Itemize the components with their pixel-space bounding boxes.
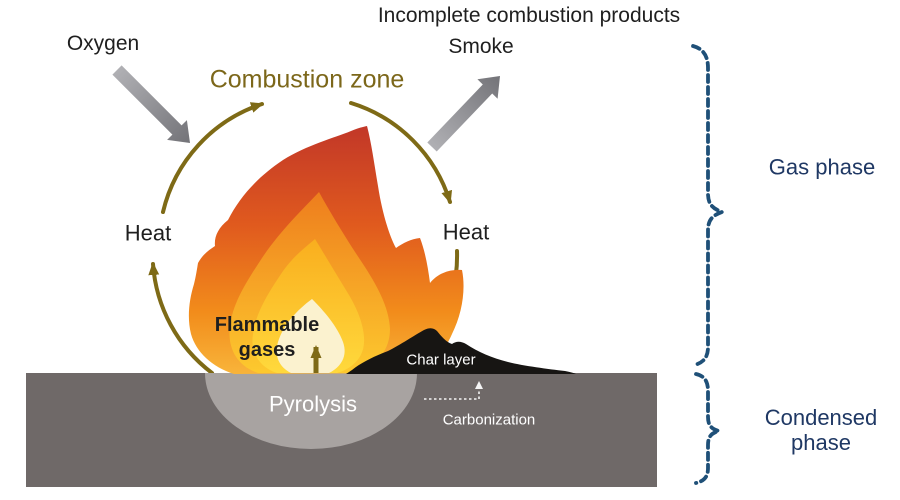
char-layer-label: Char layer xyxy=(406,351,476,369)
oxygen-label: Oxygen xyxy=(66,31,140,55)
incomplete-products-label: Incomplete combustion products xyxy=(377,3,681,27)
flame-core xyxy=(276,299,345,373)
cycle-arc-upper-right xyxy=(349,101,452,204)
condensed-phase-brace xyxy=(694,372,720,485)
phase-braces xyxy=(691,44,728,485)
gas-phase-label: Gas phase xyxy=(768,154,876,180)
flammable-gases-label: Flammable gases xyxy=(215,313,319,363)
smoke-arrow-icon xyxy=(427,76,500,152)
combustion-zone-label: Combustion zone xyxy=(209,65,405,94)
heat-right-label: Heat xyxy=(442,219,490,245)
flammable-gases-line2: gases xyxy=(238,339,296,361)
oxygen-arrow-icon xyxy=(112,65,190,143)
char-layer-shape xyxy=(346,328,576,374)
cycle-arc-lower-left xyxy=(148,262,214,375)
carbonization-label: Carbonization xyxy=(442,411,536,429)
cycle-arc-upper-left xyxy=(161,102,264,214)
condensed-phase-line2: phase xyxy=(791,430,851,455)
flammable-gases-line1: Flammable xyxy=(214,314,320,336)
carbonization-arrow-icon xyxy=(424,381,483,400)
flame-icon xyxy=(188,126,464,374)
smoke-label: Smoke xyxy=(448,34,514,58)
condensed-phase-label: Condensed phase xyxy=(765,405,878,455)
pyrolysis-zone xyxy=(205,373,417,449)
condensed-phase-line1: Condensed xyxy=(764,405,878,430)
pyrolysis-label: Pyrolysis xyxy=(268,391,358,417)
heat-left-label: Heat xyxy=(124,220,172,246)
gas-phase-brace xyxy=(691,44,728,367)
